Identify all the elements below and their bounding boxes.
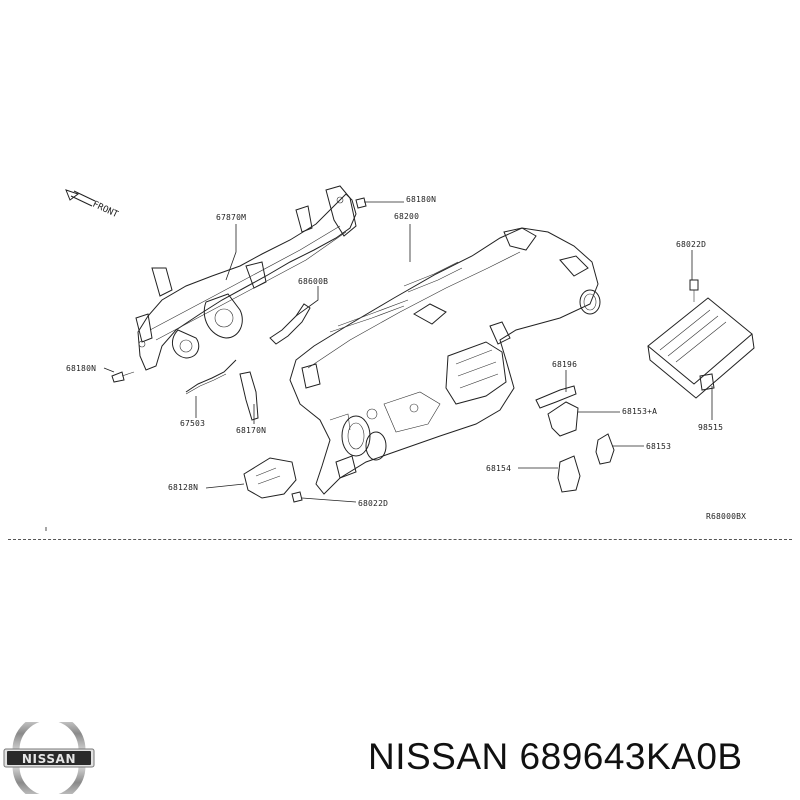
bracket-68128n (243, 457, 297, 499)
steering-member (135, 185, 357, 371)
label-68180n-top: 68180N (406, 195, 436, 204)
bolt-68022d-top (689, 279, 699, 302)
label-68170n: 68170N (236, 426, 266, 435)
label-68153: 68153 (646, 442, 671, 451)
label-68022d-bottom: 68022D (358, 499, 388, 508)
product-title: NISSAN 689643KA0B (368, 736, 743, 777)
nissan-logo-icon: NISSAN (3, 722, 95, 794)
logo-text: NISSAN (22, 752, 76, 766)
front-arrow-icon (65, 189, 96, 207)
reference-code: R68000BX (706, 512, 746, 521)
bracket-68196 (535, 385, 577, 409)
label-68153a: 68153+A (622, 407, 657, 416)
label-68154: 68154 (486, 464, 511, 473)
label-67503: 67503 (180, 419, 205, 428)
bracket-68600b (269, 303, 311, 345)
label-67870m: 67870M (216, 213, 246, 222)
bracket-68154 (557, 455, 581, 493)
bolt-68022d-bottom (291, 491, 303, 503)
label-68600b: 68600B (298, 277, 328, 286)
bracket-68153a (547, 401, 579, 437)
rod-67503 (185, 359, 237, 393)
leader-lines (103, 201, 713, 503)
bolt-68180n-left (111, 371, 135, 383)
label-68022d-top: 68022D (676, 240, 706, 249)
front-label: FRONT (91, 200, 120, 221)
label-98515: 98515 (698, 423, 723, 432)
airbag-module-98515 (647, 297, 755, 399)
label-68180n-left: 68180N (66, 364, 96, 373)
label-68128n: 68128N (168, 483, 198, 492)
bracket-68153 (595, 433, 615, 465)
dashed-divider (8, 539, 792, 540)
bolt-68180n-top (355, 197, 367, 209)
label-68200: 68200 (394, 212, 419, 221)
instrument-panel (289, 227, 601, 495)
label-68196: 68196 (552, 360, 577, 369)
bracket-68170n (239, 371, 259, 421)
